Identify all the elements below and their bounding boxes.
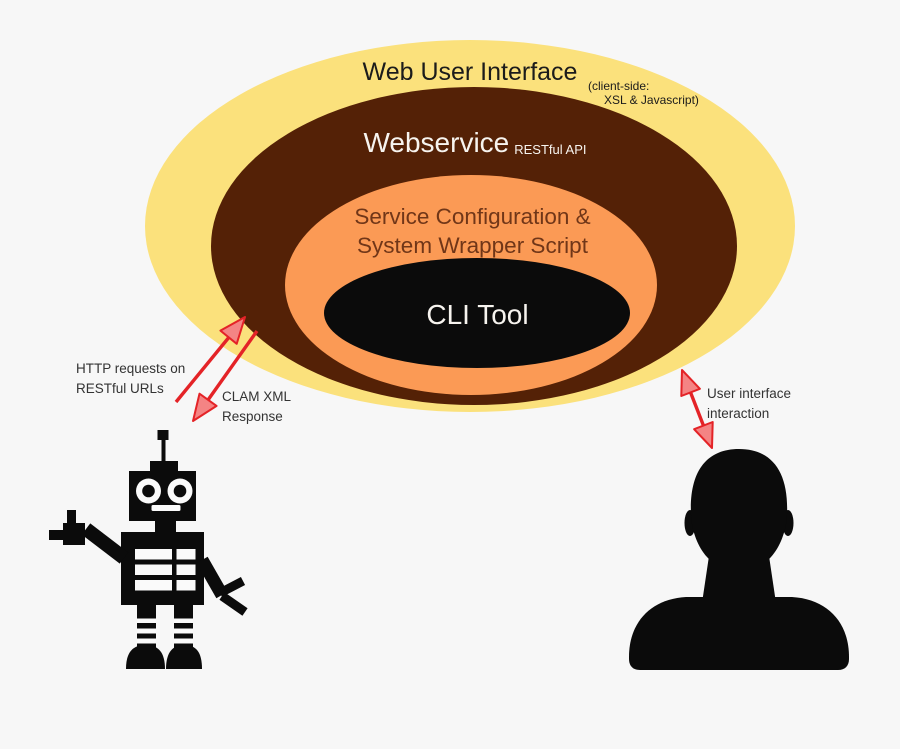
- clam-response-label: CLAM XML Response: [222, 387, 291, 426]
- cli-tool-layer: [324, 258, 630, 368]
- webservice-label: Webservice: [363, 127, 510, 158]
- service-configuration-label: Service Configuration & System Wrapper S…: [300, 203, 645, 260]
- clam-response-line1: CLAM XML: [222, 389, 292, 404]
- ui-interaction-arrow: [680, 369, 714, 449]
- robot-icon: [49, 430, 248, 669]
- webservice-label-row: Webservice RESTful API: [270, 128, 680, 158]
- ui-interaction-line1: User interface: [707, 386, 792, 401]
- http-request-arrow: [174, 316, 246, 404]
- ui-interaction-label: User interface interaction: [707, 384, 791, 423]
- client-side-note: (client-side: XSL & Javascript): [588, 79, 699, 107]
- ui-interaction-line2: interaction: [707, 405, 770, 421]
- restful-api-note: RESTful API: [514, 142, 587, 157]
- person-icon: [629, 449, 849, 670]
- cli-tool-label: CLI Tool: [426, 299, 529, 330]
- clam-response-arrow: [192, 330, 259, 422]
- client-side-note-line2: XSL & Javascript): [604, 92, 699, 107]
- http-requests-line2: RESTful URLs: [76, 380, 164, 396]
- client-side-note-line1: (client-side:: [588, 79, 650, 93]
- clam-response-line2: Response: [222, 408, 283, 424]
- http-requests-line1: HTTP requests on: [76, 361, 186, 376]
- service-configuration-line1: Service Configuration &: [354, 204, 591, 229]
- http-requests-label: HTTP requests on RESTful URLs: [76, 359, 185, 398]
- web-user-interface-label: Web User Interface: [362, 58, 578, 86]
- service-configuration-line2: System Wrapper Script: [357, 232, 588, 258]
